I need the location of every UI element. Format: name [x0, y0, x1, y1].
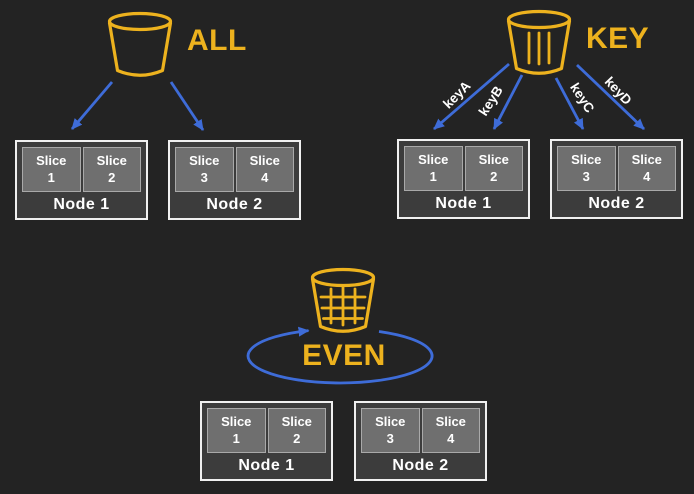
slice-box: Slice 4 — [421, 408, 480, 453]
all-arrow-to-node2 — [169, 81, 205, 131]
slice-box: Slice 1 — [404, 146, 463, 191]
bucket-vertical-lines-icon — [506, 9, 572, 75]
distribution-style-label-even: EVEN — [302, 339, 386, 372]
node-box: Slice 1 Slice 2 Node 1 — [397, 139, 530, 219]
slice-word: Slice — [221, 414, 252, 430]
slice-number: 3 — [386, 430, 394, 446]
node-label: Node 2 — [206, 196, 263, 213]
slice-word: Slice — [189, 153, 220, 169]
slice-word: Slice — [375, 414, 406, 430]
slice-row: Slice 3 Slice 4 — [170, 142, 299, 192]
slice-word: Slice — [478, 152, 509, 168]
slice-box: Slice 1 — [22, 147, 81, 192]
key-arrow-keyB — [492, 74, 524, 130]
slice-number: 4 — [447, 430, 455, 446]
slice-number: 3 — [582, 168, 590, 184]
node-box: Slice 3 Slice 4 Node 2 — [354, 401, 487, 481]
node-box: Slice 3 Slice 4 Node 2 — [168, 140, 301, 220]
slice-number: 2 — [490, 168, 498, 184]
slice-word: Slice — [249, 153, 280, 169]
distribution-style-label-key: KEY — [586, 22, 650, 55]
slice-box: Slice 2 — [267, 408, 326, 453]
slice-row: Slice 1 Slice 2 — [17, 142, 146, 192]
node-box: Slice 1 Slice 2 Node 1 — [15, 140, 148, 220]
slice-word: Slice — [418, 152, 449, 168]
slice-number: 1 — [429, 168, 437, 184]
slice-number: 3 — [200, 169, 208, 185]
bucket-empty-icon — [107, 11, 173, 77]
slice-row: Slice 1 Slice 2 — [202, 403, 331, 453]
slice-row: Slice 3 Slice 4 — [552, 141, 681, 191]
bucket-grid-icon — [310, 267, 376, 333]
slice-row: Slice 1 Slice 2 — [399, 141, 528, 191]
slice-word: Slice — [36, 153, 67, 169]
node-label: Node 1 — [53, 196, 110, 213]
slice-box: Slice 3 — [175, 147, 234, 192]
slice-box: Slice 3 — [361, 408, 420, 453]
slice-row: Slice 3 Slice 4 — [356, 403, 485, 453]
slice-number: 2 — [108, 169, 116, 185]
slice-box: Slice 2 — [82, 147, 141, 192]
ellipse-loop-arrow — [246, 326, 434, 385]
slice-number: 4 — [261, 169, 269, 185]
key-arrow-keyC — [554, 77, 585, 130]
node-label: Node 2 — [392, 457, 449, 474]
slice-box: Slice 2 — [464, 146, 523, 191]
key-arrow-keyA — [433, 62, 510, 131]
slice-number: 1 — [232, 430, 240, 446]
distribution-style-label-all: ALL — [187, 24, 247, 57]
slice-word: Slice — [435, 414, 466, 430]
node-box: Slice 3 Slice 4 Node 2 — [550, 139, 683, 219]
slice-word: Slice — [281, 414, 312, 430]
node-label: Node 2 — [588, 195, 645, 212]
slice-box: Slice 4 — [617, 146, 676, 191]
all-arrow-to-node1 — [70, 81, 114, 130]
slice-word: Slice — [96, 153, 127, 169]
node-label: Node 1 — [238, 457, 295, 474]
key-arrow-keyD — [576, 63, 645, 131]
slice-number: 2 — [293, 430, 301, 446]
slice-box: Slice 1 — [207, 408, 266, 453]
slice-word: Slice — [631, 152, 662, 168]
slice-box: Slice 4 — [235, 147, 294, 192]
slice-box: Slice 3 — [557, 146, 616, 191]
node-label: Node 1 — [435, 195, 492, 212]
slice-number: 1 — [47, 169, 55, 185]
slice-word: Slice — [571, 152, 602, 168]
slice-number: 4 — [643, 168, 651, 184]
node-box: Slice 1 Slice 2 Node 1 — [200, 401, 333, 481]
